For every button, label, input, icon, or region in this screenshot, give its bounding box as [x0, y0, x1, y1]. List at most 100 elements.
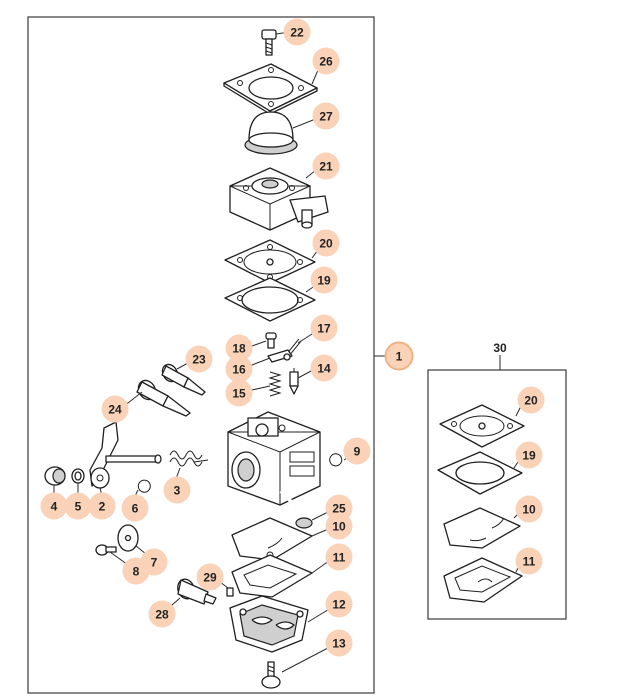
callout-11[interactable]: 11 [325, 543, 353, 571]
callout-label: 21 [319, 160, 333, 174]
part-screw-8 [95, 544, 117, 556]
callout-circle [40, 492, 68, 520]
callout-6[interactable]: 6 [121, 494, 149, 522]
callout-circle [325, 629, 353, 657]
callout-9[interactable]: 9 [343, 437, 371, 465]
callout-4[interactable]: 4 [40, 492, 68, 520]
callout-circle [515, 547, 543, 575]
callout-label: 27 [319, 110, 333, 124]
part-nut-4 [44, 466, 66, 486]
callout-circle [515, 495, 543, 523]
part-screw-22 [261, 29, 277, 56]
callout-3[interactable]: 3 [163, 476, 191, 504]
callout-26[interactable]: 26 [312, 47, 340, 75]
part-clip-6 [137, 479, 151, 493]
part-fitting-28 [177, 578, 217, 605]
callout-15[interactable]: 15 [225, 379, 253, 407]
callout-label: 25 [332, 502, 346, 516]
part-pump-housing-21 [229, 167, 329, 231]
callout-label: 11 [523, 555, 536, 569]
callout-kit-11[interactable]: 11 [515, 547, 543, 575]
callout-1[interactable]: 1 [384, 341, 414, 371]
callout-kit-19[interactable]: 19 [515, 441, 543, 469]
kit-part-gasket-11 [443, 557, 523, 603]
callout-label: 9 [354, 445, 361, 459]
callout-13[interactable]: 13 [325, 629, 353, 657]
callout-label: 17 [317, 322, 331, 336]
part-lever-16 [267, 349, 293, 363]
part-screen-25 [295, 517, 313, 529]
part-spring-15 [268, 371, 282, 397]
part-spring-3 [169, 450, 209, 467]
part-gasket-19 [224, 277, 316, 322]
kit-part-gasket-19 [437, 451, 523, 495]
callout-12[interactable]: 12 [325, 590, 353, 618]
callout-circle [121, 494, 149, 522]
callout-5[interactable]: 5 [64, 492, 92, 520]
kit-part-diaphragm-10 [443, 507, 521, 549]
callout-circle [517, 386, 545, 414]
part-inlet-needle-14 [289, 368, 299, 395]
callout-24[interactable]: 24 [101, 395, 129, 423]
callout-kit-10[interactable]: 10 [515, 495, 543, 523]
part-disc-7 [117, 524, 139, 552]
part-screw-18 [265, 332, 277, 349]
callout-28[interactable]: 28 [148, 600, 176, 628]
callout-29[interactable]: 29 [196, 563, 224, 591]
callout-circle [64, 492, 92, 520]
callout-circle [310, 314, 338, 342]
callout-27[interactable]: 27 [312, 102, 340, 130]
part-carburetor-body [227, 411, 321, 511]
callout-21[interactable]: 21 [312, 152, 340, 180]
callout-circle [225, 379, 253, 407]
callout-19[interactable]: 19 [310, 266, 338, 294]
callout-14[interactable]: 14 [310, 354, 338, 382]
callout-label: 4 [51, 500, 58, 514]
part-clip-9 [329, 453, 343, 467]
callout-8[interactable]: 8 [122, 557, 150, 585]
callout-circle [310, 266, 338, 294]
callout-circle [225, 334, 253, 362]
kit-part-diaphragm-20 [439, 404, 525, 448]
callout-circle [312, 102, 340, 130]
callout-label: 16 [232, 363, 246, 377]
callout-kit-20[interactable]: 20 [517, 386, 545, 414]
assembly-frame [27, 16, 375, 694]
callout-label: 15 [232, 387, 246, 401]
callout-2[interactable]: 2 [88, 492, 116, 520]
callout-label: 19 [317, 274, 331, 288]
callout-circle [312, 152, 340, 180]
callout-label: 20 [319, 237, 333, 251]
kit-label: 30 [493, 341, 507, 355]
callout-circle [384, 341, 414, 371]
callout-circle [163, 476, 191, 504]
callout-22[interactable]: 22 [283, 18, 311, 46]
callout-18[interactable]: 18 [225, 334, 253, 362]
callout-label: 3 [174, 484, 181, 498]
callout-label: 28 [155, 608, 169, 622]
callout-20[interactable]: 20 [312, 229, 340, 257]
callout-23[interactable]: 23 [185, 345, 213, 373]
callout-label: 10 [522, 503, 536, 517]
callout-circle [196, 563, 224, 591]
callout-circle [225, 355, 253, 383]
callout-label: 5 [75, 500, 82, 514]
callout-label: 19 [522, 449, 536, 463]
part-valve-29 [226, 587, 234, 597]
callout-label: 14 [317, 362, 331, 376]
callout-circle [148, 600, 176, 628]
callout-label: 2 [99, 500, 106, 514]
callout-label: 7 [151, 556, 158, 570]
callout-circle [101, 395, 129, 423]
callout-16[interactable]: 16 [225, 355, 253, 383]
callout-17[interactable]: 17 [310, 314, 338, 342]
part-gasket-11 [231, 554, 313, 598]
callout-circle [185, 345, 213, 373]
part-adjust-screw-23 [161, 363, 206, 396]
callout-circle [283, 18, 311, 46]
callout-label: 10 [332, 520, 346, 534]
callout-10[interactable]: 10 [325, 512, 353, 540]
callout-circle [515, 441, 543, 469]
part-diaphragm-20 [224, 239, 316, 284]
